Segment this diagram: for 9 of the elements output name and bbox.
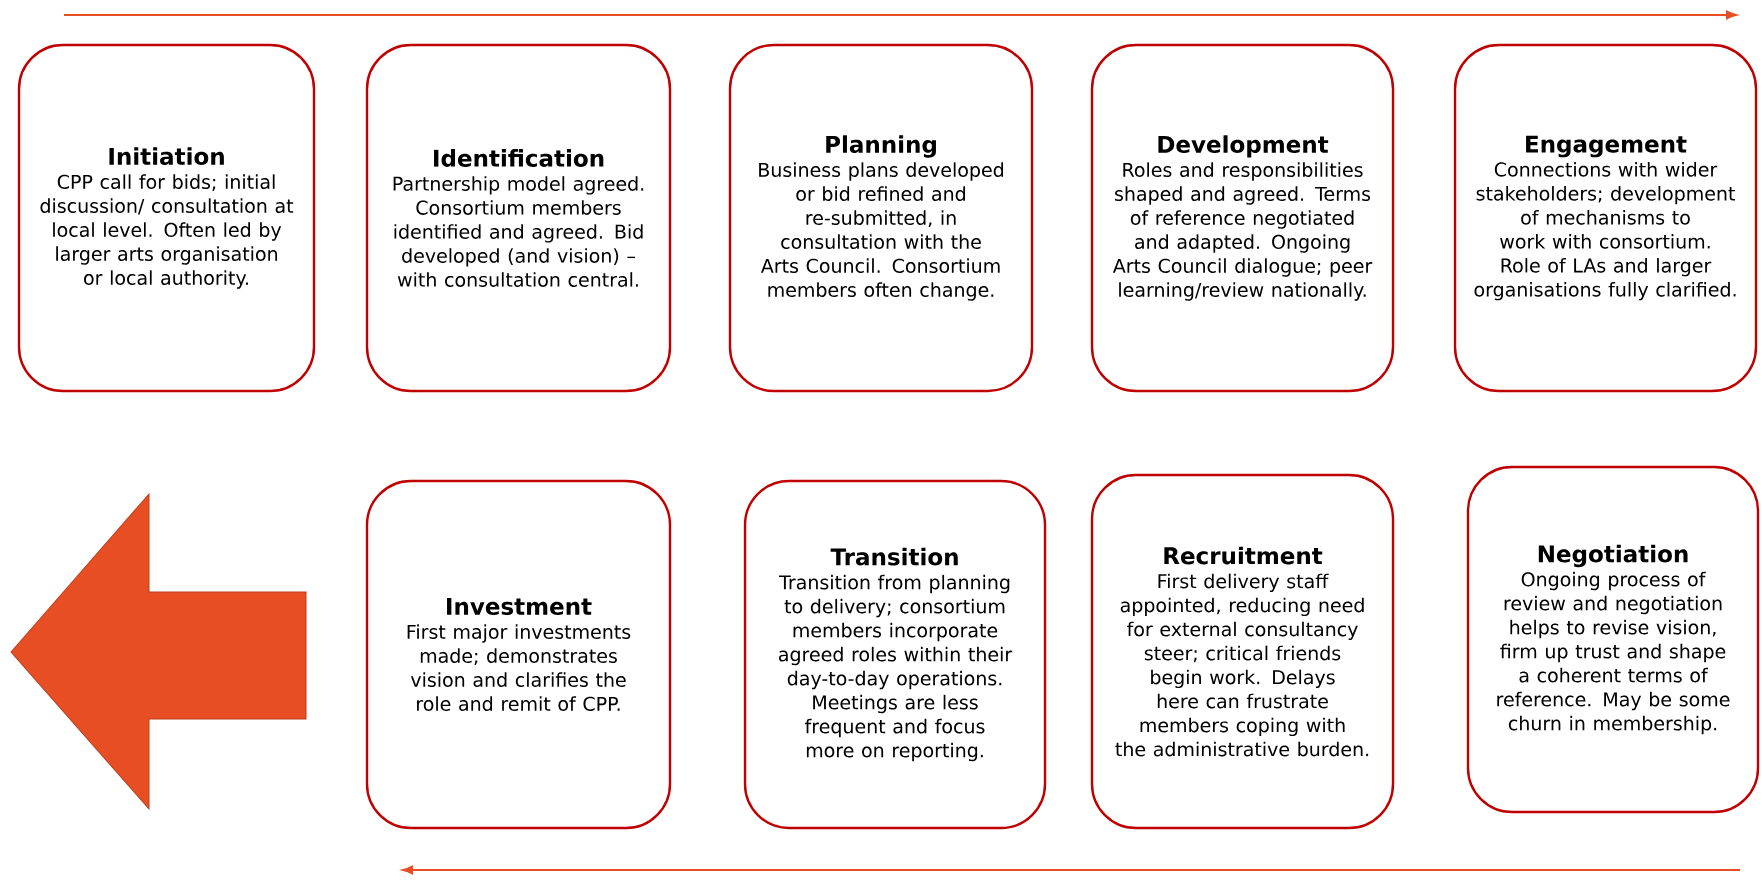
stage-box: Negotiation Ongoing process of review and negotiation helps to revise vision, firm up trust and shape a coherent terms of reference. May be some churn in membership. (1466, 465, 1760, 814)
stage-box: Development Roles and responsibilities shaped and agreed. Terms of reference negotiated and adapted. Ongoing Arts Council dialogue; peer learning/review nationally. (1090, 43, 1395, 393)
stage-box: Transition Transition from planning to delivery; consortium members incorporate agreed roles within their day-to-day operations. Meetings are less frequent and focus more on reporting. (743, 479, 1047, 830)
stage-box: Initiation CPP call for bids; initial discussion/ consultation at local level. Often led by larger arts organisation or local authority. (17, 43, 316, 393)
stage-box: Planning Business plans developed or bid refined and re-submitted, in consultation with the Arts Council. Consortium members often change. (728, 43, 1034, 393)
stage-box: Identification Partnership model agreed. Consortium members identified and agreed. Bid developed (and vision) – with consultation central. (365, 43, 672, 393)
stage-box: Recruitment First delivery staff appointed, reducing need for external consultancy steer; critical friends begin work. Delays here can frustrate members coping with the administrative burden. (1090, 473, 1395, 830)
stage-box: Investment First major investments made; demonstrates vision and clarifies the role and remit of CPP. (365, 479, 672, 830)
stage-box: Engagement Connections with wider stakeholders; development of mechanisms to work with consortium. Role of LAs and larger organisations fully clarified. (1453, 43, 1758, 393)
